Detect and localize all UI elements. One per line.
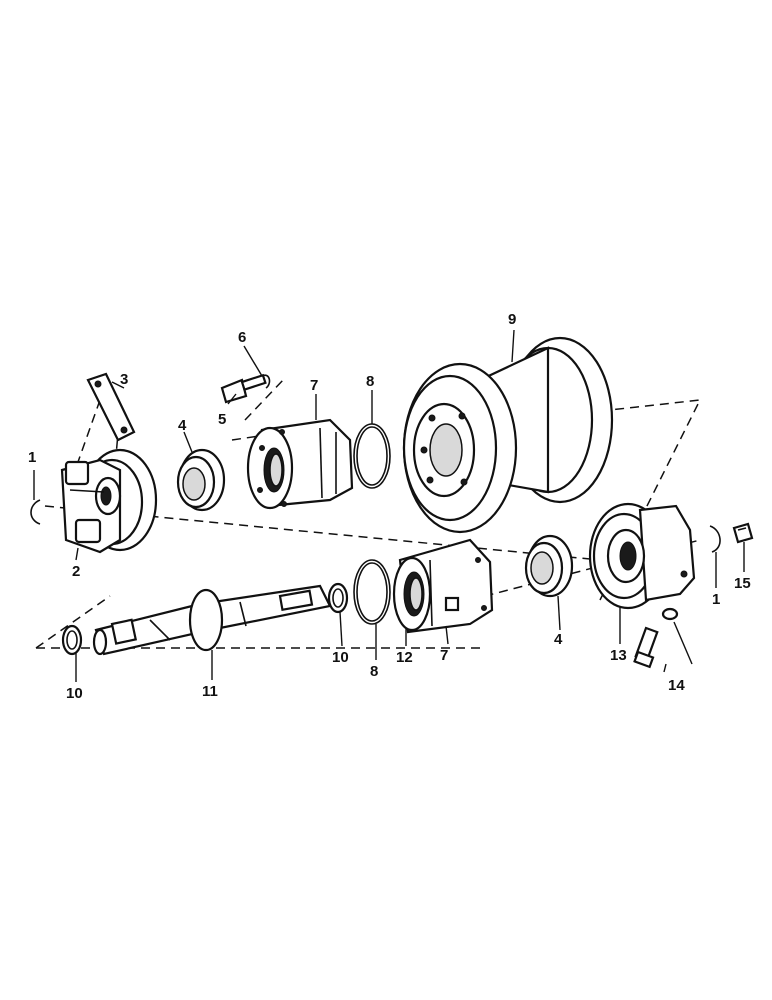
o-ring-lower xyxy=(353,559,391,625)
callout-1-right: 1 xyxy=(712,591,720,608)
end-cap-bracket xyxy=(60,448,158,554)
bolt-and-washer xyxy=(220,373,271,404)
o-ring-upper xyxy=(353,423,391,489)
callout-6: 6 xyxy=(238,329,246,346)
callout-10-center: 10 xyxy=(332,649,349,666)
callout-4-upper: 4 xyxy=(178,417,187,434)
thrust-washer-center xyxy=(327,582,349,614)
callout-14: 14 xyxy=(668,677,685,694)
roller-shaft xyxy=(92,584,332,656)
callout-11: 11 xyxy=(202,683,218,700)
bearing-housing-lower xyxy=(392,538,494,634)
callout-8-upper: 8 xyxy=(366,373,374,390)
callout-4-lower: 4 xyxy=(554,631,563,648)
callout-10-left: 10 xyxy=(66,685,83,702)
callout-9: 9 xyxy=(508,311,516,328)
callout-7-lower: 7 xyxy=(440,647,448,664)
callout-5: 5 xyxy=(218,411,226,428)
seal-lower xyxy=(524,534,574,598)
bearing-housing-upper xyxy=(246,418,354,510)
callout-15: 15 xyxy=(734,575,751,592)
seal-upper xyxy=(176,448,226,512)
callout-7-upper: 7 xyxy=(310,377,318,394)
snap-ring-left xyxy=(30,499,41,525)
callout-3: 3 xyxy=(120,371,128,388)
thrust-washer-left xyxy=(61,624,83,656)
callout-12: 12 xyxy=(396,649,413,666)
end-cap-right xyxy=(588,502,696,610)
bolt-and-washer-lower xyxy=(633,607,679,669)
plug xyxy=(732,522,754,544)
callout-8-lower: 8 xyxy=(370,663,378,680)
lock-plate xyxy=(86,372,136,442)
callout-1-left: 1 xyxy=(28,449,36,466)
callout-labels: 1 2 3 4 5 6 7 8 9 10 11 10 8 12 7 4 13 1… xyxy=(28,311,751,702)
roller-wheel xyxy=(402,336,614,534)
leader-lines xyxy=(33,329,745,682)
callout-2: 2 xyxy=(72,563,80,580)
snap-ring-right xyxy=(709,525,721,553)
callout-13: 13 xyxy=(610,647,627,664)
